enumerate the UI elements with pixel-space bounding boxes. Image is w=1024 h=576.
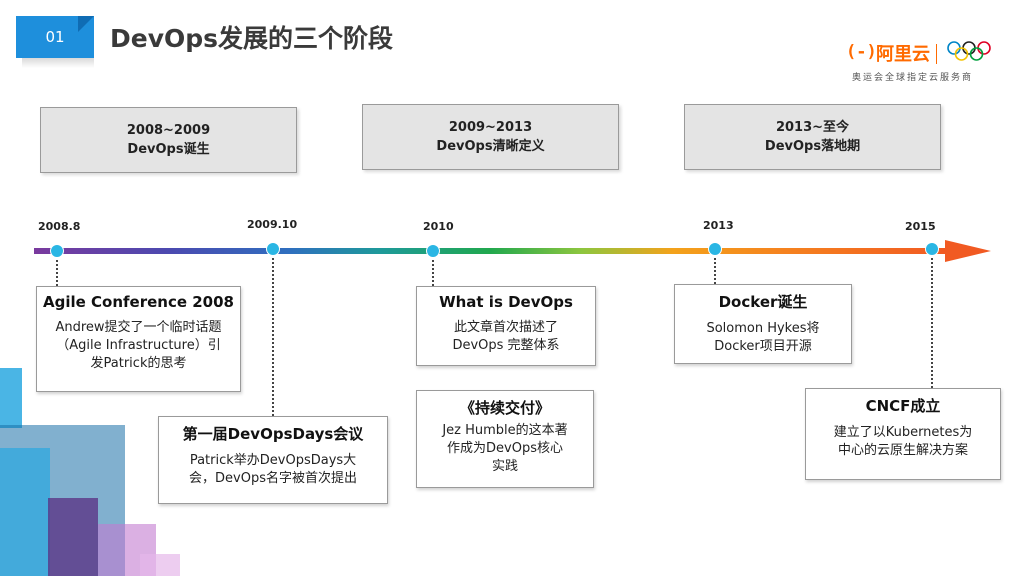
badge-fold-corner	[78, 16, 94, 32]
olympic-rings-icon	[947, 41, 991, 61]
connector-line	[714, 258, 716, 284]
phase-label: DevOps清晰定义	[436, 139, 545, 154]
event-description: Patrick举办DevOpsDays大 会，DevOps名字被首次提出	[189, 453, 357, 486]
logo-separator	[936, 44, 937, 64]
event-title: What is DevOps	[439, 293, 573, 311]
event-title: Agile Conference 2008	[42, 293, 234, 311]
timeline-dot	[266, 242, 280, 256]
year-label: 2015	[905, 220, 936, 233]
page-title: DevOps发展的三个阶段	[110, 24, 394, 53]
connector-line	[56, 260, 58, 286]
event-description: 建立了以Kubernetes为 中心的云原生解决方案	[833, 425, 973, 458]
phase-period: 2013~至今	[775, 120, 850, 135]
year-label: 2013	[703, 219, 734, 232]
aliyun-bracket-icon: (-)	[846, 42, 877, 62]
year-label: 2010	[423, 220, 454, 233]
event-continuous-delivery: 《持续交付》 Jez Humble的这本著 作成为DevOps核心 实践	[416, 390, 594, 488]
phase-box-adoption: 2013~至今 DevOps落地期	[684, 104, 941, 170]
event-title: CNCF成立	[865, 397, 941, 415]
phase-box-definition: 2009~2013 DevOps清晰定义	[362, 104, 619, 170]
event-description: Jez Humble的这本著 作成为DevOps核心 实践	[442, 423, 568, 474]
phase-label: DevOps诞生	[127, 142, 210, 157]
connector-line	[931, 258, 933, 388]
phase-box-birth: 2008~2009 DevOps诞生	[40, 107, 297, 173]
year-label: 2009.10	[247, 218, 298, 231]
event-what-is-devops: What is DevOps 此文章首次描述了 DevOps 完整体系	[416, 286, 596, 366]
event-description: 此文章首次描述了 DevOps 完整体系	[452, 320, 560, 353]
timeline-dot	[50, 244, 64, 258]
timeline-dot	[708, 242, 722, 256]
event-title: Docker诞生	[718, 293, 808, 311]
event-cncf-founded: CNCF成立 建立了以Kubernetes为 中心的云原生解决方案	[805, 388, 1001, 480]
decor-square	[48, 498, 98, 576]
timeline-bar	[34, 248, 946, 254]
timeline-dot	[426, 244, 440, 258]
year-label: 2008.8	[38, 220, 81, 233]
aliyun-logo: (-) 阿里云 奥运会全球指定云服务商	[846, 38, 996, 84]
phase-label: DevOps落地期	[764, 139, 861, 154]
phase-period: 2008~2009	[126, 123, 211, 138]
logo-tagline: 奥运会全球指定云服务商	[852, 73, 974, 83]
connector-line	[432, 260, 434, 286]
decor-square	[140, 554, 180, 576]
logo-name: 阿里云	[876, 44, 930, 65]
decor-square	[0, 448, 50, 576]
event-description: Andrew提交了一个临时话题 （Agile Infrastructure）引 …	[55, 320, 222, 371]
badge-shadow	[22, 58, 94, 68]
phase-period: 2009~2013	[448, 120, 533, 135]
event-first-devopsdays: 第一届DevOpsDays会议 Patrick举办DevOpsDays大 会，D…	[158, 416, 388, 504]
decor-square	[0, 368, 22, 428]
section-number: 01	[45, 28, 65, 46]
timeline-dot	[925, 242, 939, 256]
timeline-arrow-icon	[945, 240, 991, 262]
event-title: 第一届DevOpsDays会议	[182, 425, 364, 443]
event-agile-conference: Agile Conference 2008 Andrew提交了一个临时话题 （A…	[36, 286, 241, 392]
event-title: 《持续交付》	[459, 399, 550, 417]
connector-line	[272, 258, 274, 416]
event-description: Solomon Hykes将 Docker项目开源	[706, 321, 820, 354]
event-docker-birth: Docker诞生 Solomon Hykes将 Docker项目开源	[674, 284, 852, 364]
